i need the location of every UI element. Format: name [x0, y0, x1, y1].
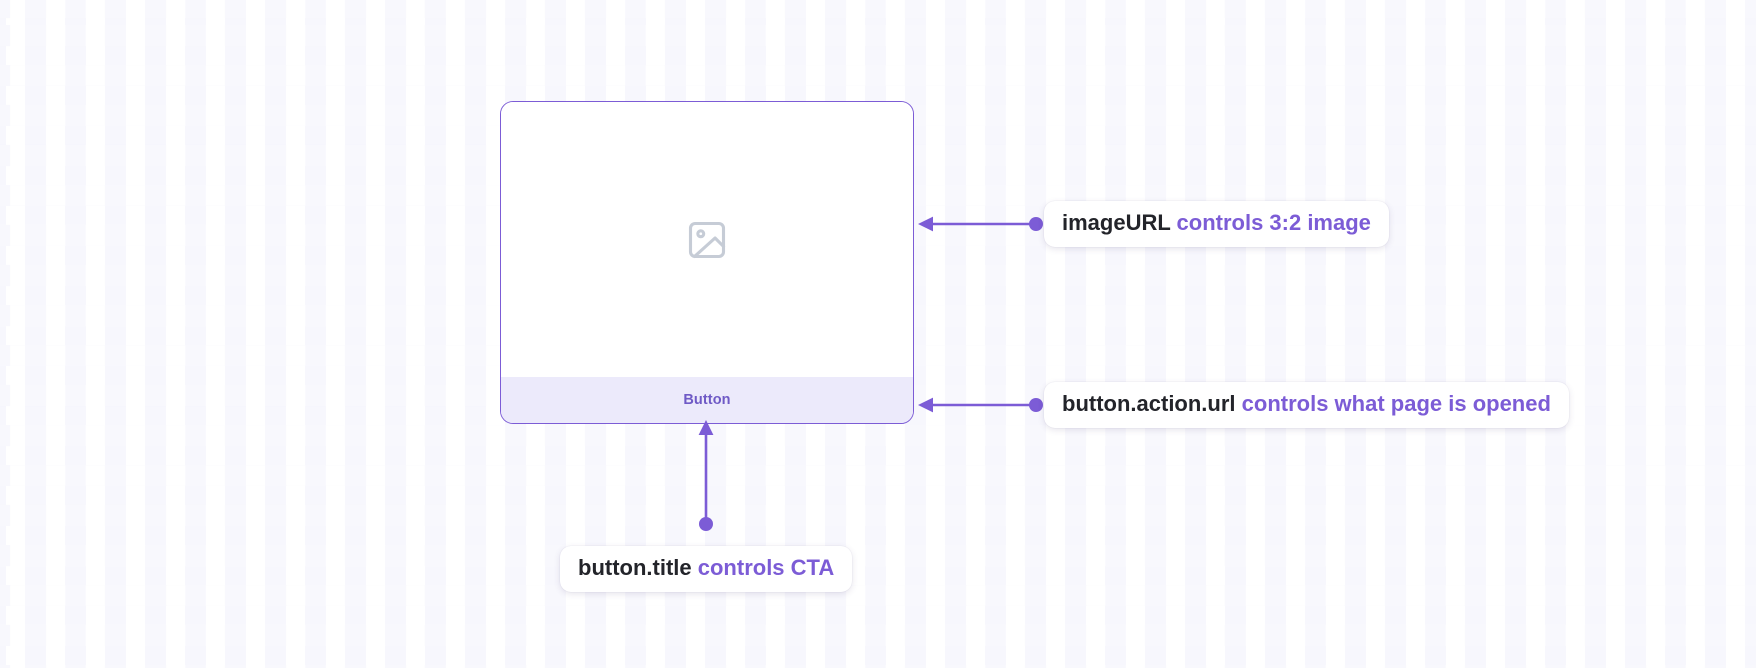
card-footer[interactable]: Button [501, 377, 913, 423]
card-footer-button-label: Button [683, 392, 731, 408]
annotation-button-action-url-key: button.action.url [1062, 391, 1242, 416]
annotation-image-url-description: controls 3:2 image [1176, 210, 1371, 235]
annotation-button-title-key: button.title [578, 555, 698, 580]
connector-button-title [698, 420, 714, 531]
annotation-button-action-url[interactable]: button.action.url controls what page is … [1044, 382, 1569, 428]
annotation-button-title-description: controls CTA [697, 555, 835, 580]
annotation-button-action-url-description: controls what page is opened [1241, 391, 1551, 416]
card-image-area[interactable] [501, 102, 913, 377]
connector-button-action-url [918, 397, 1043, 413]
card-preview[interactable]: Button [500, 101, 914, 424]
annotation-image-url[interactable]: imageURL controls 3:2 image [1044, 201, 1389, 247]
annotation-image-url-key: imageURL [1062, 210, 1177, 235]
connector-image-url [918, 216, 1043, 232]
annotation-button-title[interactable]: button.title controls CTA [560, 546, 853, 592]
image-placeholder-icon [688, 221, 726, 258]
